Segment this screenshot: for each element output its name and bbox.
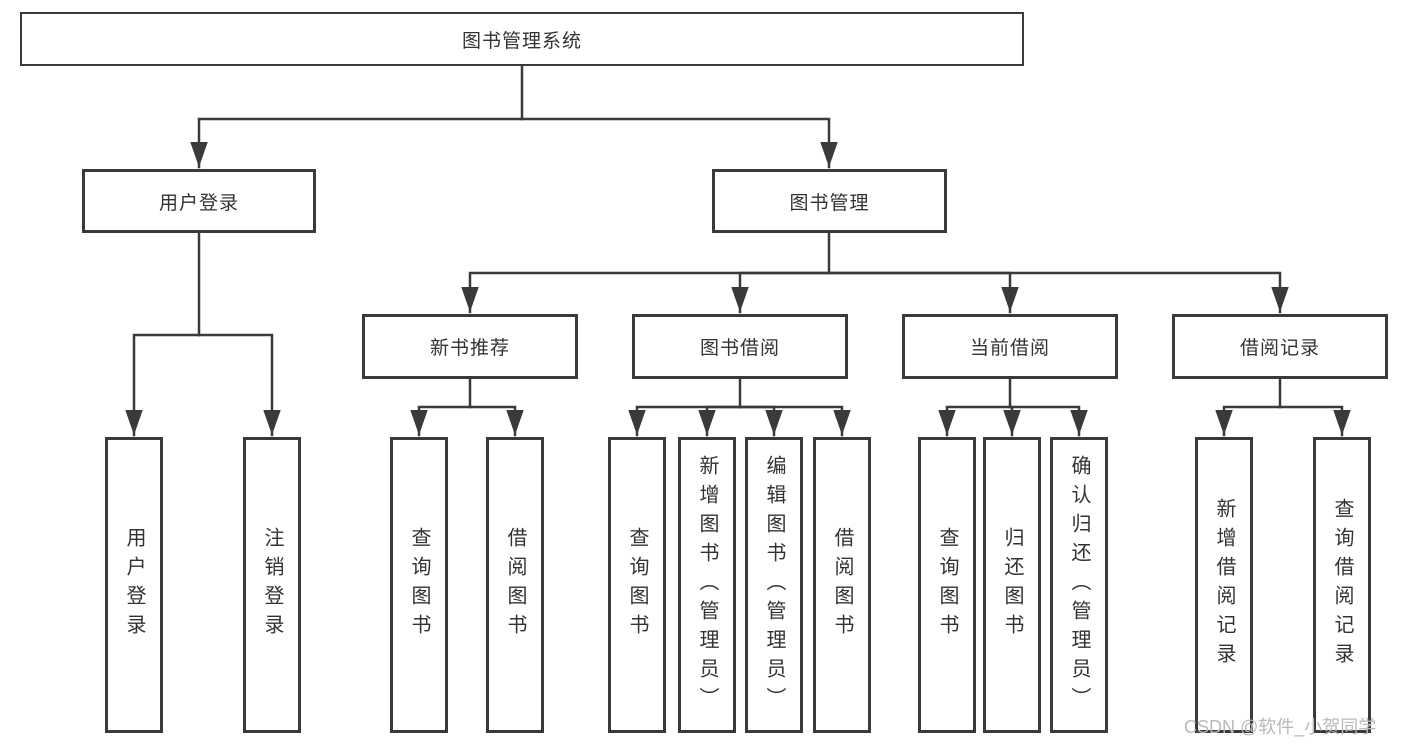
edge-login-to-user-login [125,333,201,437]
node-label: 当前借阅 [969,338,1050,359]
leaf-add-borrow-record: 新增借阅记录 [1195,437,1253,733]
leaf-borrow-books-recommend: 借阅图书 [486,437,544,733]
edge-current-return [1003,405,1021,437]
node-label: 确认归还（管理员） [1068,454,1090,716]
node-user-login: 用户登录 [82,169,316,233]
node-label: 借阅图书 [504,527,526,643]
edge-current-confirm [1008,405,1088,437]
node-label: 新书推荐 [429,338,510,359]
edge-mgmt-to-current [827,271,1019,314]
node-label: 查询图书 [626,527,648,643]
node-label: 用户登录 [123,527,145,643]
edge-login-to-logout [197,333,281,437]
leaf-return-books: 归还图书 [983,437,1041,733]
edge-borrowing-query [628,405,742,437]
edge-newbook-borrow [468,405,524,437]
edge-root-to-book-management [520,117,838,169]
node-label: 图书借阅 [699,338,780,359]
edge-records-add [1215,405,1282,437]
edge-borrowing-borrow [738,405,851,437]
leaf-query-borrow-record: 查询借阅记录 [1313,437,1371,733]
node-label: 图书管理 [789,192,870,214]
node-library-management-system: 图书管理系统 [20,12,1024,66]
node-book-management: 图书管理 [712,169,947,233]
edge-records-query [1278,405,1351,437]
leaf-user-login: 用户登录 [105,437,163,733]
node-label: 查询借阅记录 [1331,498,1353,672]
edge-mgmt-to-records [827,271,1289,314]
leaf-logout-login: 注销登录 [243,437,301,733]
leaf-edit-books-admin: 编辑图书（管理员） [745,437,803,733]
node-borrowing-records: 借阅记录 [1172,314,1388,379]
node-label: 新增图书（管理员） [696,454,718,716]
node-label: 用户登录 [158,192,239,214]
leaf-confirm-return-admin: 确认归还（管理员） [1050,437,1108,733]
node-label: 图书管理系统 [461,30,582,52]
node-label: 借阅记录 [1239,338,1320,359]
edge-root-to-user-login [190,117,524,169]
edge-mgmt-to-new-book [461,271,831,314]
node-label: 归还图书 [1001,527,1023,643]
edge-newbook-query [410,405,472,437]
leaf-query-books-recommend: 查询图书 [390,437,448,733]
node-label: 注销登录 [261,527,283,643]
leaf-add-books-admin: 新增图书（管理员） [678,437,736,733]
leaf-query-books-borrowing: 查询图书 [608,437,666,733]
node-label: 查询图书 [408,527,430,643]
leaf-borrow-books-borrowing: 借阅图书 [813,437,871,733]
node-new-book-recommendation: 新书推荐 [362,314,578,379]
node-book-borrowing: 图书借阅 [632,314,848,379]
edge-current-query [938,405,1012,437]
node-label: 借阅图书 [831,527,853,643]
leaf-query-books-current: 查询图书 [918,437,976,733]
edge-borrowing-add [698,405,742,437]
edge-mgmt-to-borrowing [731,271,831,314]
node-label: 新增借阅记录 [1213,498,1235,672]
edge-borrowing-edit [738,405,783,437]
node-current-borrowing: 当前借阅 [902,314,1118,379]
node-label: 编辑图书（管理员） [763,454,785,716]
node-label: 查询图书 [936,527,958,643]
